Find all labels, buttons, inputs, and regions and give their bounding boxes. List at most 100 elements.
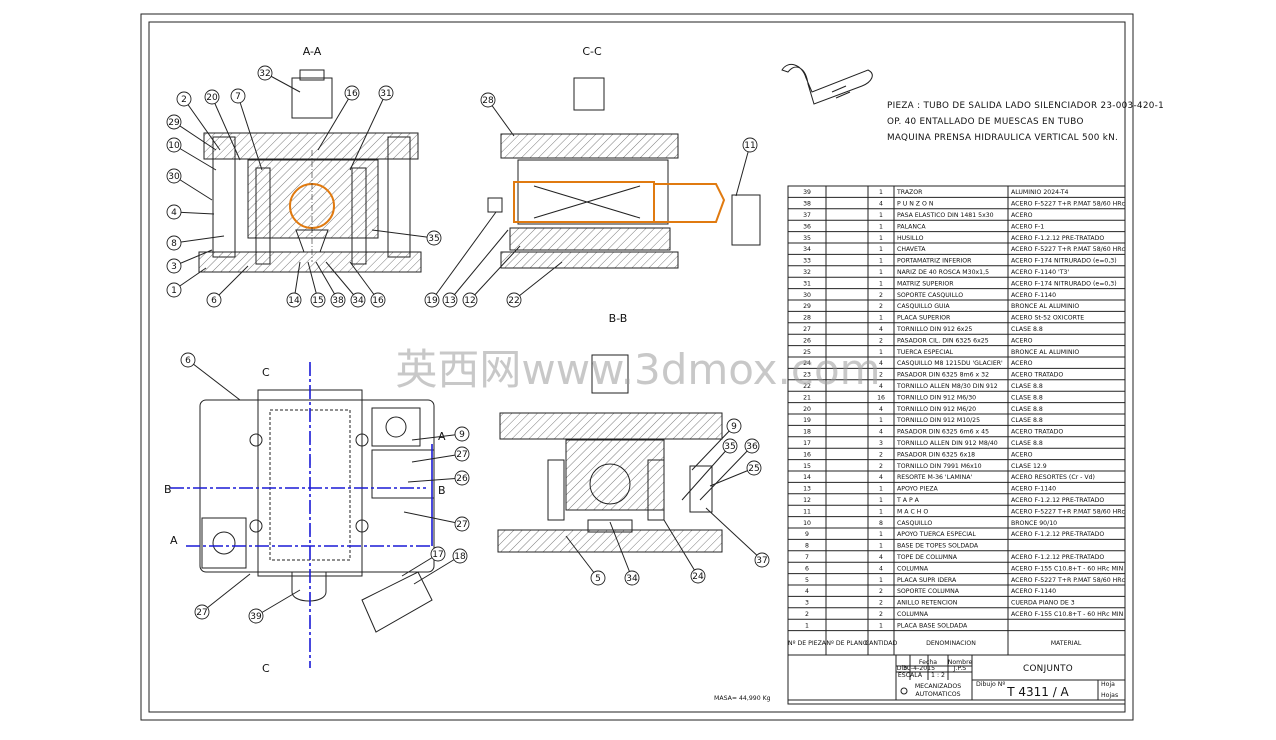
part-balloon-number: 25: [748, 464, 759, 474]
bom-cell-material: ALUMINIO 2024-T4: [1011, 189, 1069, 196]
part-balloon-number: 5: [595, 574, 601, 584]
bom-cell-material: BRONCE AL ALUMINIO: [1011, 349, 1079, 356]
bom-cell-number: 39: [803, 189, 811, 196]
bom-cell-material: ACERO F-155 C10.8+T - 60 HRc MIN: [1011, 565, 1124, 572]
cc-die-block: [517, 159, 669, 225]
aa-base-plate: [198, 251, 422, 273]
part-balloon-number: 37: [756, 556, 767, 566]
bom-cell-number: 35: [803, 235, 811, 242]
part-balloon: 29: [166, 114, 217, 151]
bb-tube-bore: [589, 463, 631, 505]
bom-cell-number: 6: [805, 565, 809, 572]
bom-cell-quantity: 1: [879, 531, 883, 538]
bom-cell-material: ACERO F-1: [1011, 223, 1044, 230]
bom-cell-denomination: COLUMNA: [897, 611, 929, 618]
bom-cell-number: 21: [803, 394, 811, 401]
bom-cell-number: 24: [803, 360, 811, 367]
bom-cell-number: 20: [803, 406, 811, 413]
bom-header-denominacion: DENOMINACION: [926, 640, 976, 647]
bom-cell-material: ACERO F-1.2.12 PRE-TRATADO: [1011, 497, 1104, 504]
bom-cell-material: CLASE 8.8: [1011, 440, 1043, 447]
plan-handle: [361, 571, 433, 633]
aa-top-plate: [203, 132, 419, 160]
bom-cell-material: ACERO F-1140: [1011, 486, 1056, 493]
part-balloon: 16: [349, 261, 386, 308]
bom-cell-denomination: TORNILLO ALLEN DIN 912 M8/40: [896, 440, 998, 447]
tb-hoja: Hoja: [1101, 681, 1115, 688]
bb-base-plate: [497, 529, 723, 553]
bom-cell-number: 2: [805, 611, 809, 618]
bb-press-nose: [591, 354, 629, 394]
bom-cell-material: ACERO F-1.2.12 PRE-TRATADO: [1011, 235, 1104, 242]
section-aa-view: A-A: [198, 45, 422, 273]
part-balloon: 15: [307, 261, 326, 308]
aa-upper-die: [247, 159, 379, 239]
title-pieza: PIEZA : TUBO DE SALIDA LADO SILENCIADOR …: [887, 101, 1164, 111]
bom-cell-material: ACERO: [1011, 212, 1033, 219]
bom-cell-number: 22: [803, 383, 811, 390]
bom-header-material: MATERIAL: [1051, 640, 1082, 647]
tb-nombre: Nombre: [948, 659, 973, 666]
part-balloon: 39: [248, 589, 301, 624]
bom-cell-denomination: RESORTE M-36 'LAMINA': [897, 474, 972, 481]
part-balloon: 10: [166, 137, 217, 171]
bb-top-plate: [499, 412, 723, 440]
part-balloon-number: 14: [288, 296, 300, 306]
cc-handle-block: [731, 194, 761, 246]
bom-cell-quantity: 1: [879, 508, 883, 515]
title-block: Fecha Nombre Dib. 30-4-2015 J.P.S ESCALA…: [714, 654, 1126, 705]
part-balloon: 8: [166, 235, 225, 251]
bom-cell-quantity: 1: [879, 189, 883, 196]
bom-cell-denomination: TORNILLO DIN 912 M6/30: [896, 394, 976, 401]
part-balloon: 12: [462, 245, 521, 308]
tb-drawing-number: T 4311 / A: [1006, 685, 1069, 699]
bom-cell-denomination: TORNILLO DIN 7991 M6x10: [896, 463, 982, 470]
bom-cell-denomination: CASQUILLO GUIA: [897, 303, 950, 310]
bom-cell-quantity: 2: [879, 292, 883, 299]
part-balloon: 37: [705, 507, 770, 568]
bom-cell-material: ACERO St-52 OXICORTE: [1011, 315, 1084, 322]
bom-cell-number: 34: [803, 246, 811, 253]
part-balloon-number: 34: [352, 296, 364, 306]
bom-cell-quantity: 4: [879, 383, 883, 390]
bom-cell-material: CLASE 8.8: [1011, 326, 1043, 333]
bom-cell-quantity: 2: [879, 611, 883, 618]
cut-c-bottom: C: [262, 662, 270, 675]
part-balloon-number: 30: [168, 172, 180, 182]
bom-cell-material: CLASE 8.8: [1011, 383, 1043, 390]
part-balloon-number: 36: [746, 442, 758, 452]
bom-cell-denomination: TRAZOR: [896, 189, 923, 196]
bom-cell-quantity: 1: [879, 223, 883, 230]
bom-cell-denomination: TOPE DE COLUMNA: [896, 554, 958, 561]
part-balloon-number: 32: [259, 69, 270, 79]
part-balloon-number: 12: [464, 296, 475, 306]
part-balloon-number: 6: [185, 356, 191, 366]
bom-cell-number: 8: [805, 543, 809, 550]
bom-cell-quantity: 16: [877, 394, 885, 401]
bom-cell-number: 7: [805, 554, 809, 561]
bom-cell-quantity: 1: [879, 577, 883, 584]
tb-dib: Dib.: [897, 665, 909, 672]
bom-cell-denomination: PASADOR DIN 6325 6x18: [897, 451, 975, 458]
part-balloon: 4: [166, 204, 215, 220]
bom-cell-denomination: CASQUILLO M8 1215DU 'GLACIER': [897, 360, 1003, 367]
part-balloon: 26: [407, 470, 470, 486]
bom-cell-number: 25: [803, 349, 811, 356]
bom-cell-quantity: 8: [879, 520, 883, 527]
part-balloon: 32: [257, 65, 301, 93]
bom-cell-number: 11: [803, 508, 811, 515]
bom-cell-number: 12: [803, 497, 811, 504]
bom-cell-denomination: M A C H O: [897, 508, 928, 515]
bom-cell-quantity: 1: [879, 315, 883, 322]
bom-cell-number: 37: [803, 212, 811, 219]
